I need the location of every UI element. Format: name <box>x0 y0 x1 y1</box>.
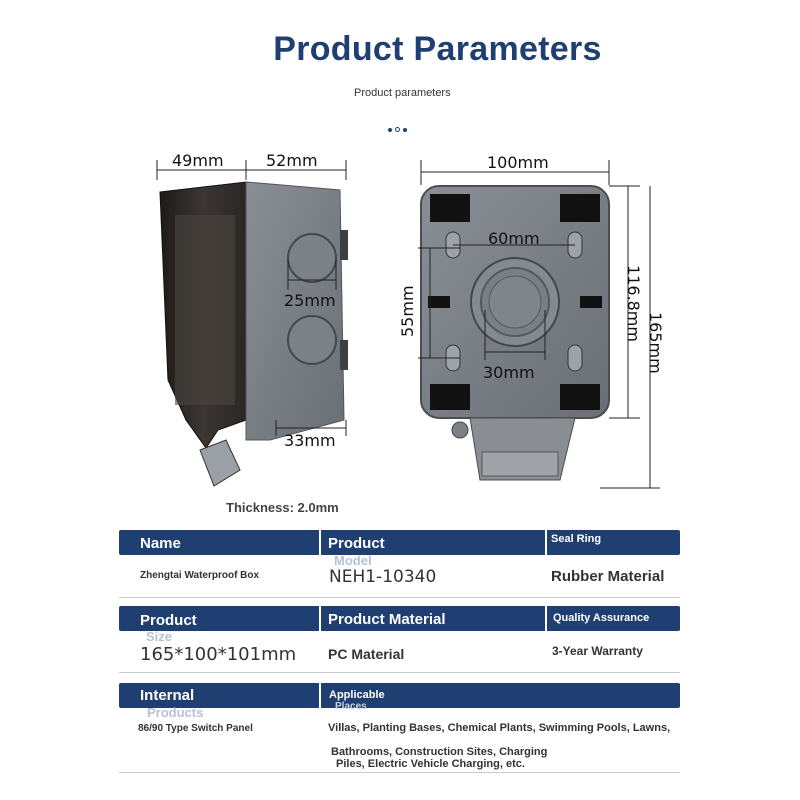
page-title: Product Parameters <box>273 30 602 68</box>
material-label: Product Material <box>328 611 446 628</box>
front-view: 100mm 60mm 30mm 55mm <box>398 153 665 489</box>
size-value: 165*100*101mm <box>140 644 297 665</box>
thickness-label: Thickness: 2.0mm <box>226 500 339 515</box>
size-label: Product <box>140 612 197 629</box>
dim-100mm: 100mm <box>487 153 549 172</box>
quality-value: 3-Year Warranty <box>552 644 643 658</box>
dim-60mm: 60mm <box>488 229 540 248</box>
name-label: Name <box>140 535 181 552</box>
model-label-ghost: Model <box>334 553 372 568</box>
spec-header-bar-1 <box>119 530 680 555</box>
internal-value: 86/90 Type Switch Panel <box>138 723 253 734</box>
model-label: Product <box>328 535 385 552</box>
places-label-ghost: Places <box>335 701 367 712</box>
model-value: NEH1-10340 <box>329 567 437 587</box>
dim-165mm: 165mm <box>646 312 665 374</box>
pager-dots <box>388 121 410 139</box>
dim-33mm: 33mm <box>284 431 336 450</box>
knockout-bottom <box>287 315 337 365</box>
spec-header-bar-2 <box>119 606 680 631</box>
seal-label: Seal Ring <box>551 533 602 545</box>
internal-label: Internal <box>140 687 195 704</box>
pager-dot <box>388 127 392 132</box>
quality-label: Quality Assurance <box>553 612 650 624</box>
size-label-ghost: Size <box>146 629 173 644</box>
spec-header-bar-3 <box>119 683 680 708</box>
places-value-3: Piles, Electric Vehicle Charging, etc. <box>336 758 525 770</box>
dim-30mm: 30mm <box>483 363 535 382</box>
dim-55mm: 55mm <box>398 285 417 337</box>
side-view: 49mm 52mm 25mm 33mm <box>156 151 348 487</box>
product-drawing: 49mm 52mm 25mm 33mm 100mm <box>156 151 665 489</box>
places-value-2: Bathrooms, Construction Sites, Charging <box>331 746 548 758</box>
pager-dot-active <box>395 127 400 133</box>
knockout-top <box>287 233 337 283</box>
places-value-1: Villas, Planting Bases, Chemical Plants,… <box>328 722 671 734</box>
dim-25mm: 25mm <box>284 291 336 310</box>
name-value: Zhengtai Waterproof Box <box>140 570 260 581</box>
seal-value: Rubber Material <box>551 568 665 585</box>
pager-dot <box>403 127 407 132</box>
dim-116-8mm: 116.8mm <box>624 265 643 342</box>
places-label: Applicable <box>329 689 385 701</box>
internal-label-ghost: Products <box>147 705 204 720</box>
material-value: PC Material <box>328 646 405 662</box>
page-subtitle: Product parameters <box>354 87 451 99</box>
dim-49mm: 49mm <box>172 151 224 170</box>
cover-window <box>175 215 235 405</box>
dim-52mm: 52mm <box>266 151 318 170</box>
